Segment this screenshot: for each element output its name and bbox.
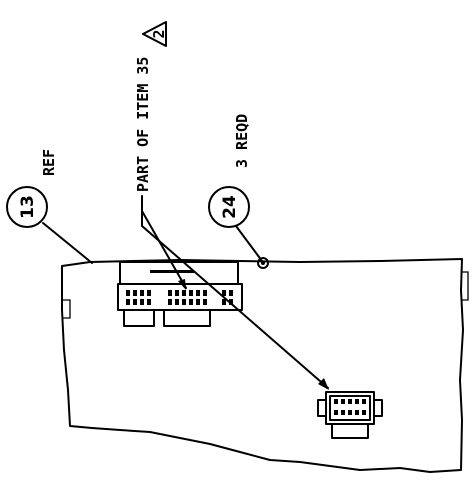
mounting-screw: [257, 257, 269, 269]
balloon-13: [6, 186, 48, 228]
circuit-board-outline: [61, 258, 464, 473]
leader-line-13: [42, 222, 93, 264]
part-of-item-note: PART OF ITEM 35: [134, 57, 152, 192]
board-edge-slot: [461, 271, 469, 301]
ref-note: REF: [40, 149, 58, 176]
balloon-13-number: 13: [18, 195, 38, 219]
qty-note: 3 REQD: [233, 114, 251, 168]
revision-triangle: [142, 21, 167, 47]
arrowhead-35-a: [178, 279, 186, 290]
leader-line-35-b: [141, 225, 329, 389]
board-edge-notch: [62, 299, 71, 319]
lower-connector-assembly: [317, 391, 383, 439]
revision-number: 2: [150, 29, 168, 38]
leader-line-24: [235, 225, 263, 262]
balloon-24: [208, 186, 250, 228]
leader-line-35-a: [141, 210, 187, 289]
upper-connector-assembly: [117, 261, 243, 327]
arrowhead-35-b: [318, 378, 329, 390]
balloon-24-number: 24: [220, 195, 240, 219]
